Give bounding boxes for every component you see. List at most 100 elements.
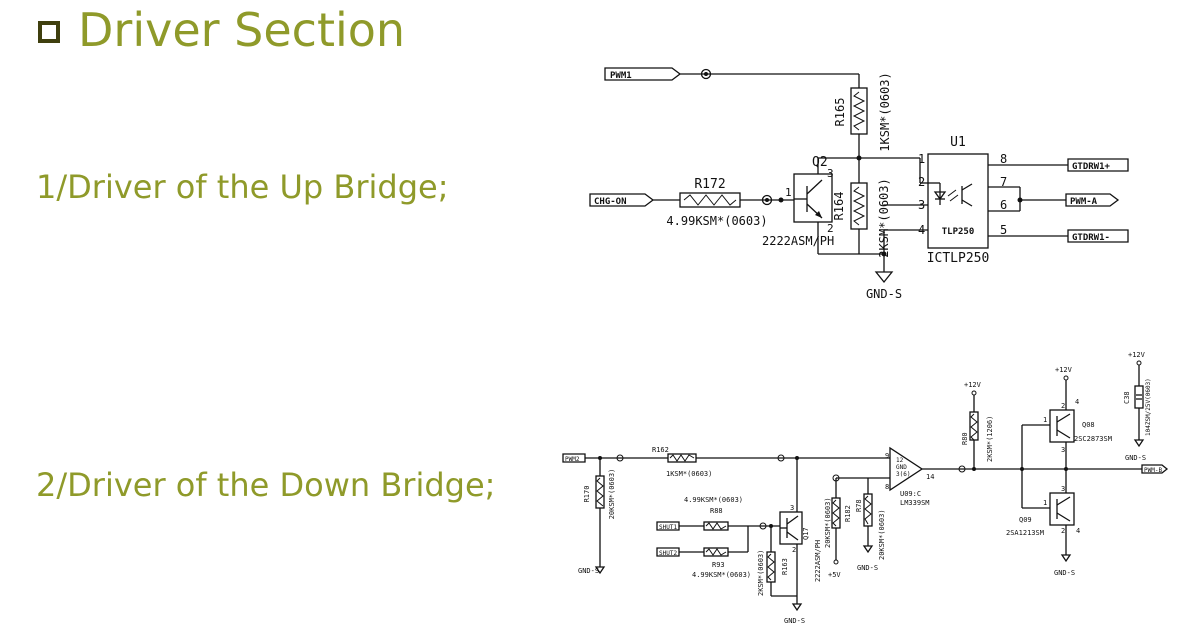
u1-label: U1 bbox=[950, 135, 966, 150]
c38-capacitor: C38 104ZSM/25V(0603) bbox=[1123, 378, 1152, 436]
q09-transistor: 1 3 2 4 Q09 2SA1213SM bbox=[1006, 485, 1080, 537]
r88-label: R88 bbox=[710, 507, 723, 515]
up-bridge-schematic: PWM1 R165 1KSM*(0603) Q2 3 1 2 bbox=[589, 67, 1129, 301]
u1-pin8: 8 bbox=[1000, 152, 1007, 166]
u09-pin9: 9 bbox=[885, 452, 889, 460]
u09-12: 12 bbox=[896, 457, 904, 464]
q2-pin2: 2 bbox=[827, 222, 834, 235]
r165-value: 1KSM*(0603) bbox=[878, 72, 892, 151]
r182-label: R182 bbox=[844, 505, 852, 522]
r80-value: 2KSM*(1206) bbox=[986, 416, 994, 462]
q2-pin1: 1 bbox=[785, 186, 792, 199]
gtdrw1p-port: GTDRW1+ bbox=[1067, 158, 1129, 172]
r172-value: 4.99KSM*(0603) bbox=[666, 214, 767, 228]
q08-pin3: 3 bbox=[1061, 446, 1065, 454]
slide-title: Driver Section bbox=[38, 2, 405, 58]
q17-label: Q17 bbox=[802, 527, 810, 540]
gtdrw1p-label: GTDRW1+ bbox=[1072, 162, 1111, 172]
slide-title-text: Driver Section bbox=[78, 3, 406, 57]
r93-label: R93 bbox=[712, 561, 725, 569]
r78-resistor: R78 20KSM*(0603) bbox=[855, 493, 886, 560]
r172-resistor: R172 4.99KSM*(0603) bbox=[666, 177, 767, 228]
u1-chip-label: TLP250 bbox=[942, 227, 975, 237]
u09-pin14: 14 bbox=[926, 473, 934, 481]
plus12v-c38-label: +12V bbox=[1128, 351, 1146, 359]
down-bridge-heading: 2/Driver of the Down Bridge; bbox=[36, 466, 496, 504]
q2-transistor: Q2 3 1 2 bbox=[785, 155, 834, 235]
gnd-r78-label: GND-S bbox=[857, 564, 878, 572]
r163-resistor: R163 2KSM*(0603) bbox=[757, 550, 789, 596]
r165-label: R165 bbox=[833, 98, 847, 127]
c38-value: 104ZSM/25V(0603) bbox=[1145, 378, 1152, 436]
up-bridge-heading: 1/Driver of the Up Bridge; bbox=[36, 168, 449, 206]
r80-label: R80 bbox=[961, 432, 969, 445]
r170-value: 20KSM*(0603) bbox=[608, 469, 616, 520]
shut2-port: SHUT2 bbox=[656, 547, 680, 557]
gnd-left-label: GND-S bbox=[578, 567, 599, 575]
u1-pin5: 5 bbox=[1000, 223, 1007, 237]
u09-gnd: GND bbox=[896, 464, 907, 471]
r88-value: 4.99KSM*(0603) bbox=[684, 496, 743, 504]
gnd-c38-label: GND-S bbox=[1125, 454, 1146, 462]
u1-part-number: ICTLP250 bbox=[927, 251, 990, 266]
u1-pin3: 3 bbox=[918, 198, 925, 212]
r165-resistor: R165 1KSM*(0603) bbox=[833, 72, 892, 151]
u09-part-number: LM339SM bbox=[900, 499, 930, 507]
u1-pin6: 6 bbox=[1000, 198, 1007, 212]
q17-transistor: 3 2 Q17 2222ASM/PH bbox=[779, 504, 822, 582]
q08-pin1: 1 bbox=[1043, 416, 1047, 424]
pwm1-port: PWM1 bbox=[604, 67, 682, 81]
q09-pin2: 2 bbox=[1061, 527, 1065, 535]
u1-pin2: 2 bbox=[918, 175, 925, 189]
r164-resistor: R164 2KSM*(0603) bbox=[832, 178, 891, 257]
gnd-q17-label: GND-S bbox=[784, 617, 805, 625]
plus5v-label: +5V bbox=[828, 571, 841, 579]
q09-pin1: 1 bbox=[1043, 499, 1047, 507]
pwm-a-label: PWM-A bbox=[1070, 197, 1098, 207]
q17-part-number: 2222ASM/PH bbox=[814, 540, 822, 582]
u09-label: U09:C bbox=[900, 490, 921, 498]
r162-resistor: R162 1KSM*(0603) bbox=[652, 446, 712, 478]
gnd-q09-label: GND-S bbox=[1054, 569, 1075, 577]
q09-pin4: 4 bbox=[1076, 527, 1080, 535]
q09-label: Q09 bbox=[1019, 516, 1032, 524]
r162-value: 1KSM*(0603) bbox=[666, 470, 712, 478]
r182-value: 20KSM*(0603) bbox=[824, 497, 832, 548]
u09-comparator: 9 8 12 GND 3(6) 14 U09:C LM339SM bbox=[885, 446, 934, 507]
u1-optocoupler: U1 1 2 3 4 8 7 6 5 TLP250 ICTLP250 bbox=[918, 135, 1007, 266]
shut1-label: SHUT1 bbox=[659, 524, 677, 531]
r78-value: 20KSM*(0603) bbox=[878, 509, 886, 560]
shut1-port: SHUT1 bbox=[656, 521, 680, 531]
q2-part-number: 2222ASM/PH bbox=[762, 234, 834, 248]
plus12v-r80-label: +12V bbox=[964, 381, 982, 389]
c38-label: C38 bbox=[1123, 391, 1131, 404]
r164-label: R164 bbox=[832, 192, 846, 221]
pwm2-port: PWM2 bbox=[562, 453, 586, 463]
u1-pin4: 4 bbox=[918, 223, 925, 237]
r170-label: R170 bbox=[583, 486, 591, 503]
pwm-b-port: PWM-B bbox=[1141, 464, 1169, 474]
gtdrw1m-label: GTDRW1- bbox=[1072, 233, 1110, 243]
q17-pin2: 2 bbox=[792, 546, 796, 554]
u1-pin1: 1 bbox=[918, 152, 925, 166]
r162-label: R162 bbox=[652, 446, 669, 454]
pwm-a-port: PWM-A bbox=[1065, 193, 1120, 207]
r163-value: 2KSM*(0603) bbox=[757, 550, 765, 596]
q17-pin3: 3 bbox=[790, 504, 794, 512]
q09-part-number: 2SA1213SM bbox=[1006, 529, 1044, 537]
up-gnd-symbol: GND-S bbox=[866, 271, 902, 301]
q2-pin3: 3 bbox=[827, 167, 834, 180]
u09-pin8: 8 bbox=[885, 483, 889, 491]
q08-pin4: 4 bbox=[1075, 398, 1079, 406]
u1-pin7: 7 bbox=[1000, 175, 1007, 189]
up-gnd-label: GND-S bbox=[866, 287, 902, 301]
q08-part-number: 2SC2873SM bbox=[1074, 435, 1112, 443]
r172-label: R172 bbox=[694, 177, 725, 192]
q08-label: Q08 bbox=[1082, 421, 1095, 429]
r80-resistor: R80 2KSM*(1206) bbox=[961, 411, 994, 462]
gtdrw1m-port: GTDRW1- bbox=[1067, 229, 1129, 243]
r163-label: R163 bbox=[781, 558, 789, 575]
pwm-b-label: PWM-B bbox=[1144, 467, 1162, 474]
square-bullet-icon bbox=[38, 21, 60, 43]
